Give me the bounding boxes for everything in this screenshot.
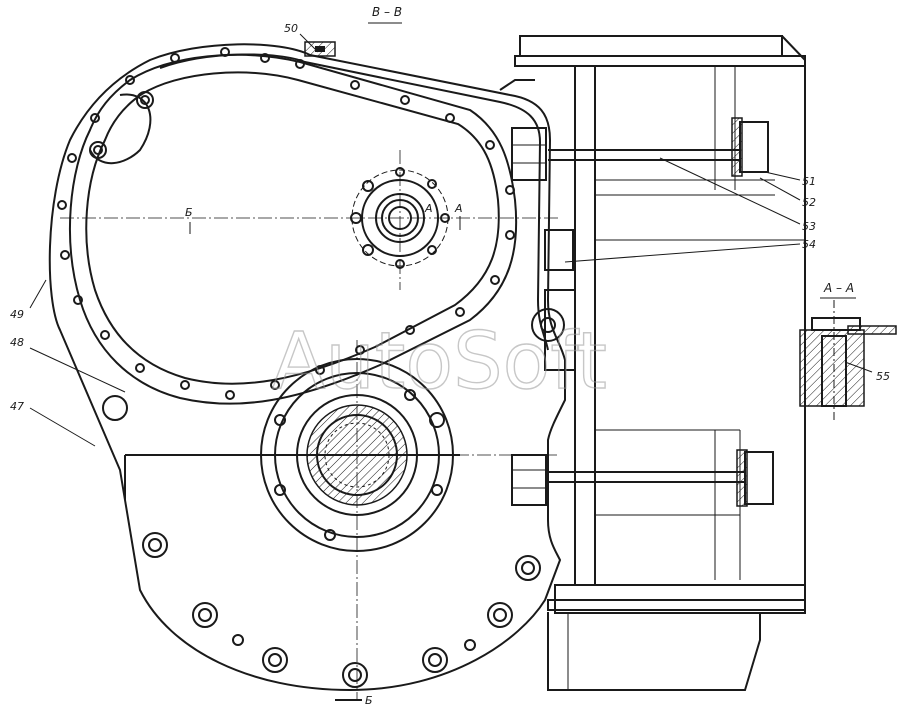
- callout-53: 53: [802, 220, 816, 233]
- callout-51: 51: [802, 175, 816, 188]
- breather-fitting: [304, 41, 336, 57]
- callout-48: 48: [10, 336, 24, 349]
- lower-shaft-hub: [125, 340, 560, 700]
- lower-flange-bolts: [102, 308, 565, 688]
- section-marks: В – В А – А Б Б А А: [185, 5, 856, 707]
- cover-bolts: [57, 47, 515, 400]
- watermark-text: AutoSoft: [272, 317, 607, 407]
- upper-shaft-hub: [60, 150, 560, 290]
- callout-55: 55: [876, 370, 890, 383]
- section-mark-b-left: Б: [185, 206, 193, 219]
- detail-view-aa: [799, 300, 897, 420]
- callout-49: 49: [10, 308, 24, 321]
- callout-47: 47: [10, 400, 24, 413]
- callout-52: 52: [802, 196, 816, 209]
- section-mark-a-inner: А: [424, 202, 433, 215]
- upper-tie-rod: [511, 117, 769, 181]
- section-title-bb: В – В: [372, 5, 402, 19]
- detail-title-aa: А – А: [823, 281, 854, 295]
- callout-54: 54: [802, 238, 816, 251]
- section-mark-a-right: А: [454, 202, 463, 215]
- section-mark-b-bottom: Б: [365, 694, 373, 707]
- lower-tie-rod: [511, 449, 774, 507]
- callout-labels: 50 51 52 53 54 55 49 48 47: [10, 22, 890, 413]
- leader-lines: [29, 33, 873, 447]
- callout-50: 50: [284, 22, 298, 35]
- mounting-frame: [514, 35, 806, 691]
